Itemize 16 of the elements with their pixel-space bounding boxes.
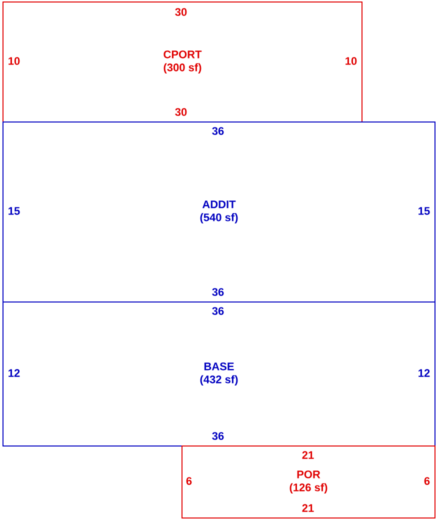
dimension-label: 36 (212, 432, 224, 440)
dimension-label: 30 (175, 108, 187, 116)
dimension-label: 10 (8, 57, 20, 65)
dimension-label: 21 (302, 451, 314, 459)
dimension-label: 6 (186, 477, 192, 485)
dimension-label: 30 (175, 8, 187, 16)
dimension-label: 10 (346, 57, 357, 65)
dimension-label: 36 (212, 288, 224, 296)
dimension-label: 36 (212, 307, 224, 315)
dimension-label: 15 (8, 207, 20, 215)
dimension-label: 21 (302, 504, 314, 512)
dimension-label: 12 (418, 369, 430, 377)
dimension-label: 15 (418, 207, 430, 215)
dimension-label: 12 (8, 369, 20, 377)
dimension-label: 6 (424, 477, 430, 485)
dimension-label: 36 (212, 127, 224, 135)
